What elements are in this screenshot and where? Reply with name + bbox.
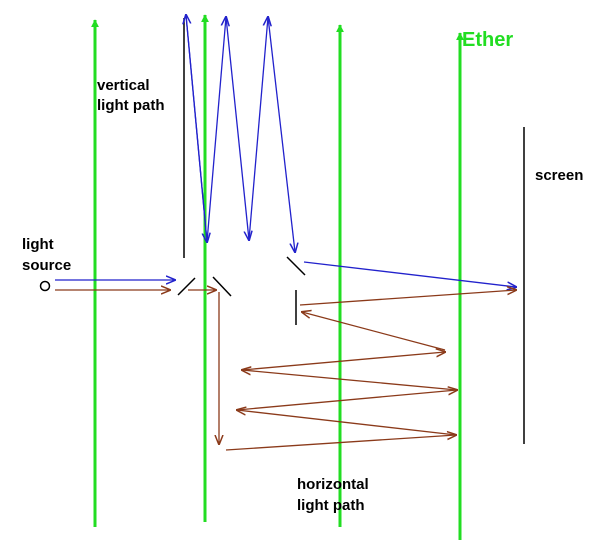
beam-segment bbox=[206, 17, 226, 243]
beam-segment bbox=[225, 16, 249, 240]
light-source-icon bbox=[39, 280, 51, 292]
beam-segment bbox=[241, 352, 445, 371]
horizontal-light-path bbox=[55, 290, 516, 451]
beam-segment bbox=[242, 370, 458, 391]
beam-segment bbox=[237, 410, 457, 436]
beam-segment bbox=[303, 261, 516, 287]
vertical-path-label-line2: light path bbox=[97, 97, 165, 114]
vertical-path-label-line1: vertical bbox=[97, 77, 150, 94]
output-mirror bbox=[286, 256, 306, 276]
beam-segment bbox=[267, 16, 295, 252]
beam-splitter bbox=[212, 276, 232, 297]
optics bbox=[39, 18, 525, 444]
screen-label: screen bbox=[535, 167, 583, 184]
beam-segment bbox=[299, 290, 516, 306]
light-source-label-line1: light bbox=[22, 236, 54, 253]
horizontal-path-label-line1: horizontal bbox=[297, 476, 369, 493]
vertical-light-path bbox=[55, 15, 516, 287]
beam-segment bbox=[185, 14, 207, 242]
ether-label: Ether bbox=[462, 29, 513, 51]
beam-segment bbox=[302, 312, 446, 351]
ether-flow-lines bbox=[91, 14, 464, 540]
light-source-label-line2: source bbox=[22, 257, 71, 274]
horizontal-path-label-line2: light path bbox=[297, 497, 365, 514]
beam-segment bbox=[236, 390, 457, 411]
beam-segment bbox=[225, 435, 456, 451]
beam-splitter bbox=[177, 277, 196, 296]
beam-segment bbox=[248, 17, 268, 241]
